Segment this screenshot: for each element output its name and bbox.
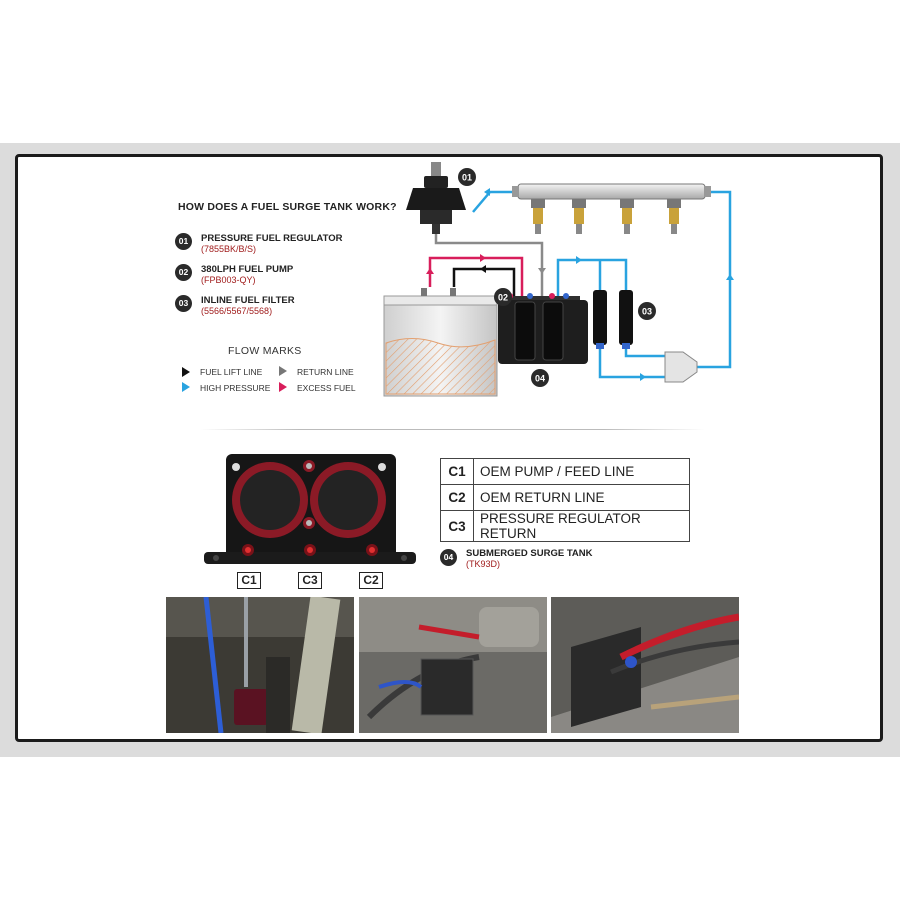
connection-table: C1 OEM PUMP / FEED LINE C2 OEM RETURN LI… [440, 458, 690, 542]
component-number: 01 [175, 233, 192, 250]
high-pressure-marker-icon [182, 382, 190, 392]
install-photo-3 [551, 597, 739, 733]
flow-mark-high-pressure: HIGH PRESSURE [200, 383, 271, 393]
fuel-rail-icon [512, 183, 711, 200]
diagram-title: HOW DOES A FUEL SURGE TANK WORK? [178, 201, 397, 213]
high-pressure-line [556, 258, 628, 296]
connection-id: C2 [440, 484, 474, 511]
flow-mark-excess-fuel: EXCESS FUEL [297, 383, 356, 393]
connection-id: C1 [440, 458, 474, 485]
connection-name: OEM PUMP / FEED LINE [473, 458, 690, 485]
component-code: (TK93D) [466, 559, 501, 569]
return-marker-icon [279, 366, 287, 376]
surge-tank-pumps-icon [498, 293, 588, 364]
excess-fuel-marker-icon [279, 382, 287, 392]
port-label-c2: C2 [359, 572, 383, 589]
table-row: C3 PRESSURE REGULATOR RETURN [440, 510, 690, 542]
component-number: 03 [175, 295, 192, 312]
flow-marks-title: FLOW MARKS [228, 345, 302, 357]
pressure-regulator-icon [406, 162, 466, 234]
component-number: 02 [175, 264, 192, 281]
y-fitting-icon [664, 351, 698, 383]
component-name: PRESSURE FUEL REGULATOR [201, 233, 343, 244]
injector-icons [531, 199, 681, 234]
callout-01: 01 [462, 173, 472, 183]
port-label-c1: C1 [237, 572, 261, 589]
connection-id: C3 [440, 510, 474, 542]
fuel-tank-icon [383, 288, 498, 397]
callout-badges: 01 02 03 04 [458, 168, 656, 387]
return-line [434, 224, 544, 296]
callout-03: 03 [642, 307, 652, 317]
install-photo-1 [166, 597, 354, 733]
component-code: (7855BK/B/S) [201, 244, 257, 254]
port-label-c3: C3 [298, 572, 322, 589]
flow-mark-fuel-lift: FUEL LIFT LINE [200, 367, 263, 377]
component-code: (5566/5567/5568) [201, 306, 273, 316]
inline-filter-icons [593, 290, 633, 349]
connection-name: OEM RETURN LINE [473, 484, 690, 511]
table-row: C2 OEM RETURN LINE [440, 484, 690, 511]
surge-tank-product-image [204, 454, 416, 564]
table-row: C1 OEM PUMP / FEED LINE [440, 458, 690, 485]
flow-mark-return: RETURN LINE [297, 367, 354, 377]
install-photo-2 [359, 597, 547, 733]
connection-name: PRESSURE REGULATOR RETURN [473, 510, 690, 542]
callout-02: 02 [498, 293, 508, 303]
component-name: INLINE FUEL FILTER [201, 295, 295, 306]
component-name: SUBMERGED SURGE TANK [466, 548, 593, 559]
component-number: 04 [440, 549, 457, 566]
component-name: 380LPH FUEL PUMP [201, 264, 294, 275]
callout-04: 04 [535, 374, 545, 384]
section-divider [200, 429, 705, 430]
fuel-lift-marker-icon [182, 367, 190, 377]
component-code: (FPB003-QY) [201, 275, 256, 285]
